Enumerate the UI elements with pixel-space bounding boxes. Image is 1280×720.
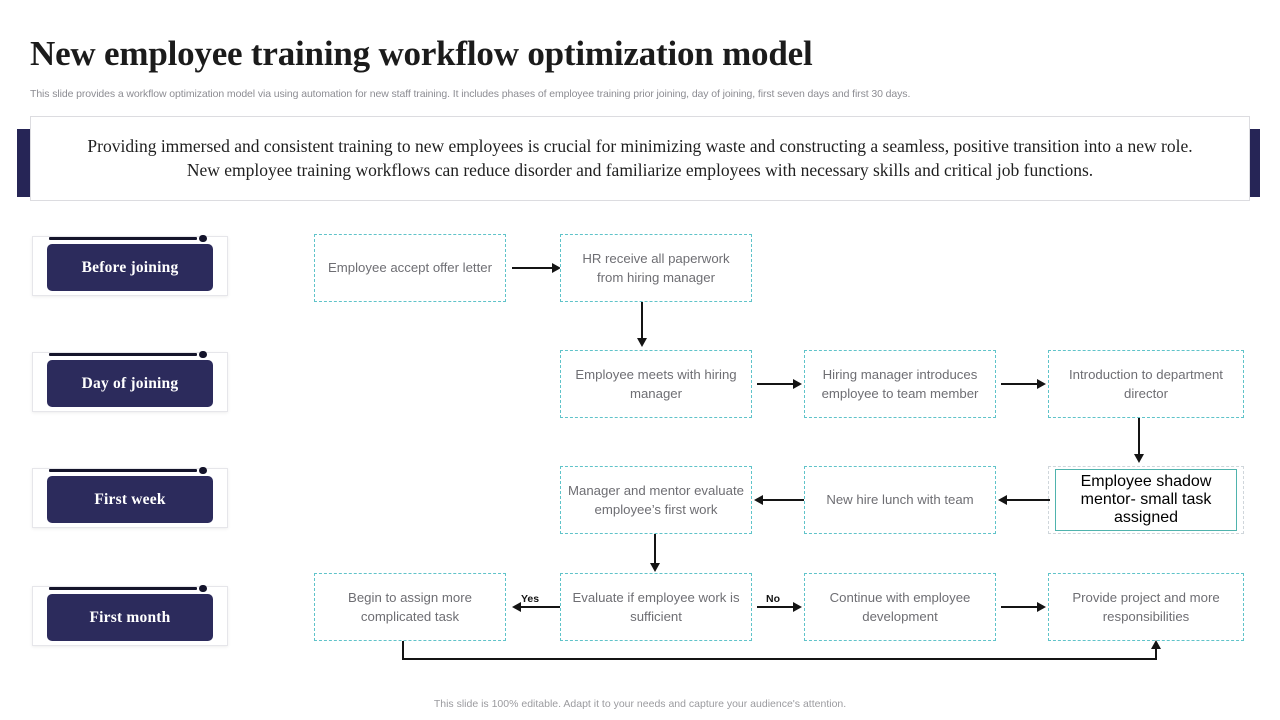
flow-node-label: HR receive all paperwork from hiring man… xyxy=(582,250,730,285)
phase-rule-line xyxy=(49,469,197,472)
flow-node-label: Introduction to department director xyxy=(1069,366,1223,401)
phase-dot-icon xyxy=(199,466,207,474)
flow-node-label: Employee accept offer letter xyxy=(328,260,492,276)
flow-node-employee-accept-offer-letter[interactable]: Employee accept offer letter xyxy=(314,234,506,302)
connector-loop-horizontal xyxy=(402,658,1156,660)
phase-label: Before joining xyxy=(81,258,179,276)
connector-n5-n6 xyxy=(1138,418,1140,456)
flow-node-evaluate-if-work-sufficient[interactable]: Evaluate if employee work is sufficient xyxy=(560,573,752,641)
connector-n9-n10 xyxy=(520,606,560,608)
flow-node-manager-mentor-evaluate[interactable]: Manager and mentor evaluate employee’s f… xyxy=(560,466,752,534)
flow-node-label: New hire lunch with team xyxy=(826,492,974,508)
flow-node-label: Hiring manager introduces employee to te… xyxy=(821,366,979,401)
flow-node-label: Employee shadow mentor- small task assig… xyxy=(1080,473,1212,526)
connector-n6-n7 xyxy=(1006,499,1050,501)
phase-chip[interactable]: Day of joining xyxy=(47,360,213,407)
connector-n8-n9 xyxy=(654,534,656,566)
flow-node-hiring-manager-introduces[interactable]: Hiring manager introduces employee to te… xyxy=(804,350,996,418)
phase-label: First month xyxy=(89,608,171,626)
phase-label: Day of joining xyxy=(81,374,179,392)
callout-box: Providing immersed and consistent traini… xyxy=(30,116,1250,201)
arrowhead-n4-n5 xyxy=(1037,378,1046,389)
footer-note: This slide is 100% editable. Adapt it to… xyxy=(433,698,847,710)
connector-loop-down xyxy=(402,641,404,659)
flow-node-introduction-department-director[interactable]: Introduction to department director xyxy=(1048,350,1244,418)
connector-n9-n11 xyxy=(757,606,795,608)
callout-text: Providing immersed and consistent traini… xyxy=(87,136,1193,180)
flow-node-employee-meets-hiring-manager[interactable]: Employee meets with hiring manager xyxy=(560,350,752,418)
arrowhead-n8-n9 xyxy=(650,563,660,572)
phase-label: First week xyxy=(94,490,166,508)
arrowhead-n6-n7 xyxy=(998,494,1007,505)
arrowhead-n2-n3 xyxy=(637,338,647,347)
phase-dot-icon xyxy=(199,350,207,358)
phase-card-first-week[interactable]: First week xyxy=(32,460,228,528)
arrowhead-n9-n10 xyxy=(512,601,521,612)
flow-node-hr-receive-paperwork[interactable]: HR receive all paperwork from hiring man… xyxy=(560,234,752,302)
phase-chip[interactable]: First month xyxy=(47,594,213,641)
flow-node-new-hire-lunch[interactable]: New hire lunch with team xyxy=(804,466,996,534)
flow-node-label: Continue with employee development xyxy=(829,589,971,624)
phase-rule-line xyxy=(49,353,197,356)
phase-chip[interactable]: Before joining xyxy=(47,244,213,291)
flow-node-provide-project-responsibilities[interactable]: Provide project and more responsibilitie… xyxy=(1048,573,1244,641)
flow-node-continue-employee-development[interactable]: Continue with employee development xyxy=(804,573,996,641)
arrowhead-loop-n12 xyxy=(1151,640,1161,649)
connector-n3-n4 xyxy=(757,383,795,385)
callout-accent-bar-left xyxy=(17,129,34,197)
page-subtitle: This slide provides a workflow optimizat… xyxy=(30,88,911,100)
phase-card-first-month[interactable]: First month xyxy=(32,578,228,646)
phase-card-before-joining[interactable]: Before joining xyxy=(32,228,228,296)
connector-n4-n5 xyxy=(1001,383,1039,385)
connector-n11-n12 xyxy=(1001,606,1039,608)
connector-n1-n2 xyxy=(512,267,554,269)
connector-n7-n8 xyxy=(762,499,804,501)
flow-node-label: Employee meets with hiring manager xyxy=(575,366,737,401)
arrowhead-n3-n4 xyxy=(793,378,802,389)
edge-label-yes: Yes xyxy=(521,593,540,605)
phase-rule-line xyxy=(49,587,197,590)
arrowhead-n11-n12 xyxy=(1037,601,1046,612)
connector-n2-n3 xyxy=(641,302,643,340)
edge-label-no: No xyxy=(766,593,780,605)
phase-card-day-of-joining[interactable]: Day of joining xyxy=(32,344,228,412)
flow-node-label: Begin to assign more complicated task xyxy=(348,589,472,624)
flow-node-label: Evaluate if employee work is sufficient xyxy=(572,589,740,624)
arrowhead-n7-n8 xyxy=(754,494,763,505)
page-title: New employee training workflow optimizat… xyxy=(30,34,813,73)
arrowhead-n5-n6 xyxy=(1134,454,1144,463)
phase-dot-icon xyxy=(199,234,207,242)
phase-chip[interactable]: First week xyxy=(47,476,213,523)
phase-dot-icon xyxy=(199,584,207,592)
flow-node-label: Manager and mentor evaluate employee’s f… xyxy=(568,482,744,517)
flow-node-employee-shadow-mentor[interactable]: Employee shadow mentor- small task assig… xyxy=(1055,469,1237,531)
phase-rule-line xyxy=(49,237,197,240)
flow-node-label: Provide project and more responsibilitie… xyxy=(1072,589,1220,624)
arrowhead-n9-n11 xyxy=(793,601,802,612)
arrowhead-n1-n2 xyxy=(552,262,561,273)
connector-loop-up xyxy=(1155,648,1157,660)
flow-node-begin-assign-complicated-task[interactable]: Begin to assign more complicated task xyxy=(314,573,506,641)
callout-banner: Providing immersed and consistent traini… xyxy=(0,116,1280,212)
